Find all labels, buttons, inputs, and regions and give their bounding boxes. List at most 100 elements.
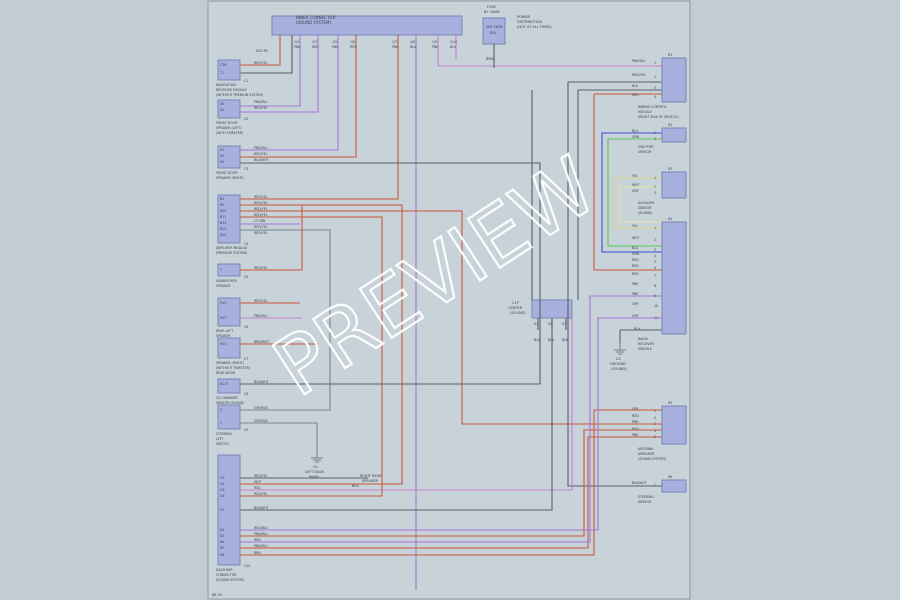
component-wire-label: BLK/WHT xyxy=(254,506,269,510)
ground2-label3: PANEL xyxy=(309,475,320,479)
component-name: SPEAKER (RIGHT) xyxy=(216,176,244,180)
component-name: (WITHOUT TWEETER) xyxy=(216,366,250,370)
component-wire-label: RED xyxy=(632,264,639,268)
component-pin: 10 xyxy=(654,304,658,308)
wire-yel xyxy=(613,177,662,229)
diagram-page xyxy=(207,0,691,600)
component-pin: 1 xyxy=(654,409,656,413)
component-name: SENSOR (SOUND) xyxy=(216,401,244,405)
component-wire-label: GRY xyxy=(632,407,638,411)
component-pin: B12 xyxy=(220,221,226,225)
component-wire-label: BLK xyxy=(632,84,639,88)
component-name: (WITHOUT PREMIUM SYSTEM) xyxy=(216,93,263,97)
component-wire-label: RED xyxy=(254,486,261,490)
component-wire-label: RED/YEL xyxy=(254,195,268,199)
component-pin: B5 xyxy=(220,203,224,207)
component-code: C3 xyxy=(244,167,248,171)
fuse-box-label: SEE FUSE xyxy=(486,25,503,29)
component-code: C9 xyxy=(244,428,248,432)
component-wire-label: RED/YEL xyxy=(254,231,268,235)
top-connector-title: INNER CONNECTOR xyxy=(296,15,336,20)
component-box-c10 xyxy=(217,454,241,566)
component-wire-label: BRN/WHT xyxy=(254,340,269,344)
component-name: USB PORT xyxy=(638,145,654,149)
center-pin-wire: BLK xyxy=(562,338,569,342)
component-code: R6 xyxy=(668,475,672,479)
component-name: RECEIVER xyxy=(638,342,655,346)
top-connector-subtitle: (SOUND SYSTEM) xyxy=(296,20,331,25)
top-pin-wire: PNK xyxy=(392,45,399,49)
fuse-label2: B+ MAIN xyxy=(484,10,500,14)
component-name: SENSOR xyxy=(638,150,652,154)
component-pin: HV3 xyxy=(220,316,227,320)
component-name: SPEAKER xyxy=(216,284,231,288)
component-code: R1 xyxy=(668,53,672,57)
component-pin: 9 xyxy=(654,294,656,298)
top-pin-wire: PNK xyxy=(294,45,301,49)
component-code: C7 xyxy=(244,357,248,361)
wire-pnk-dash2 xyxy=(240,295,662,543)
component-wire-label: YEL xyxy=(632,224,638,228)
component-wire-label: BRN xyxy=(254,551,261,555)
component-pin: 1 xyxy=(654,61,656,65)
component-name: SENSOR xyxy=(638,500,652,504)
component-wire-label: RED xyxy=(254,538,261,542)
component-box-c7 xyxy=(217,337,241,359)
wire-pnk-dash xyxy=(240,317,662,531)
component-wire-label: YEL xyxy=(632,174,638,178)
wire-dark-1 xyxy=(240,35,293,74)
component-name: SENSOR xyxy=(638,206,652,210)
component-name: MODULE xyxy=(638,110,652,114)
component-code: C4 xyxy=(244,242,248,246)
component-box-c3 xyxy=(217,145,241,169)
component-pin: A3 xyxy=(220,108,224,112)
component-name: AUXILIARY xyxy=(638,201,655,205)
component-pin: G3 xyxy=(220,476,225,480)
component-box-r5 xyxy=(661,405,687,445)
top-pin-label: 1/5 xyxy=(332,40,337,44)
component-box-r3 xyxy=(661,171,687,199)
center-pin: D2 xyxy=(548,322,552,326)
component-wire-label: WHT xyxy=(254,480,262,484)
component-pin: B1 xyxy=(220,197,224,201)
component-pin: 7 xyxy=(654,274,656,278)
wire-gray-loop xyxy=(240,162,541,385)
component-box-r6 xyxy=(661,479,687,493)
wire-dark-dash xyxy=(240,318,553,511)
component-name: (SOUND) xyxy=(638,211,652,215)
component-pin: 1 xyxy=(654,176,656,180)
component-name: REAR LEFT xyxy=(216,329,233,333)
component-wire-label: RED xyxy=(632,414,639,418)
component-name: MODULE xyxy=(638,347,652,351)
component-pin: N4 xyxy=(220,540,224,544)
component-name: SPEAKER (LEFT) xyxy=(216,126,241,130)
top-pin-label: 1/6 xyxy=(350,40,355,44)
component-wire-label: RED/YEL xyxy=(254,474,268,478)
top-pin-label: 1/7 xyxy=(392,40,397,44)
wire-pnk-3 xyxy=(240,35,339,151)
top-pin-wire: RED xyxy=(312,45,319,49)
top-pin-wire: RED xyxy=(350,45,357,49)
top-connector: INNER CONNECTOR (SOUND SYSTEM) XSC76 xyxy=(256,15,463,53)
component-wire-label: RED/YEL xyxy=(254,106,268,110)
component-wire-label: PNK xyxy=(632,282,639,286)
wire-red-dash2 xyxy=(240,436,662,549)
component-pin: 4 xyxy=(654,429,656,433)
wire-pnk-r1 xyxy=(437,35,662,67)
component-wire-label: BLK/WHT xyxy=(254,380,269,384)
top-pin-label: 1/4 xyxy=(294,40,299,44)
wire-gray-c9 xyxy=(240,229,331,411)
component-pin: A5 xyxy=(220,154,224,158)
top-pin-label: 1/8 xyxy=(410,40,415,44)
ground2-label2: LEFT DASH xyxy=(305,470,325,474)
component-name: (RIGHT SIDE OF VEHICLE) xyxy=(638,115,679,119)
center-pin: D1 xyxy=(534,322,538,326)
component-pin: G5 xyxy=(220,488,225,492)
component-wire-label: GRN xyxy=(632,252,640,256)
component-pin: HV1 xyxy=(220,342,227,346)
component-pin: B10 xyxy=(220,209,226,213)
component-pin: 2 xyxy=(654,137,656,141)
component-wire-label: RED/YEL xyxy=(254,201,268,205)
component-wire-label: PNK xyxy=(632,433,639,437)
